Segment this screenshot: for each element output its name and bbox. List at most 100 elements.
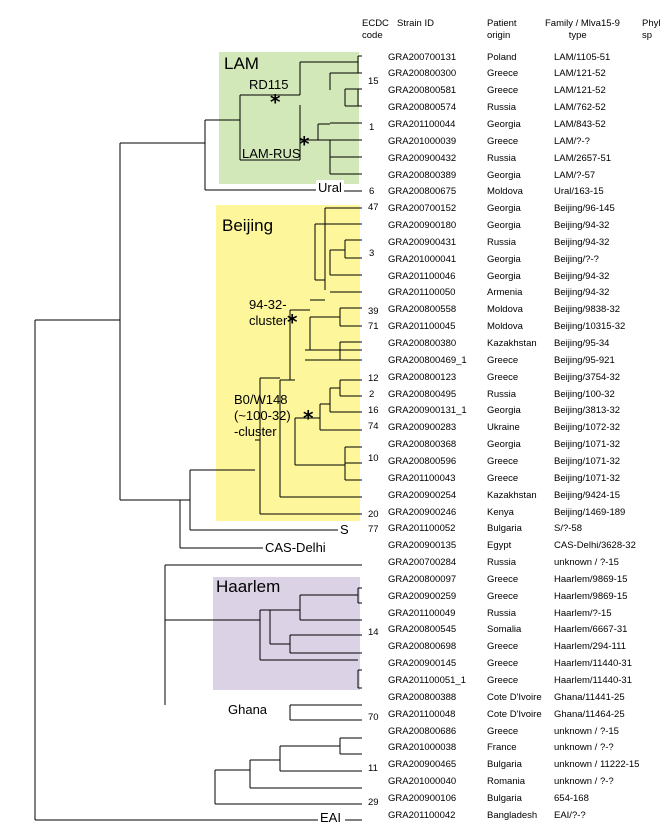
- strain-id: GRA200800675: [388, 186, 457, 198]
- star-marker-b0-w148: *: [303, 406, 314, 430]
- patient-origin: Georgia: [487, 405, 521, 417]
- strain-id: GRA201000038: [388, 742, 457, 754]
- patient-origin: Cote D'Ivoire: [487, 708, 542, 720]
- patient-origin: France: [487, 742, 517, 754]
- label-rd115: RD115: [249, 77, 289, 92]
- patient-origin: Greece: [487, 658, 519, 670]
- patient-origin: Bulgaria: [487, 792, 522, 804]
- strain-id: GRA200900135: [388, 540, 457, 552]
- strain-id: GRA200700284: [388, 557, 457, 568]
- strain-id: GRA200800380: [388, 338, 457, 349]
- family-type: Ghana/11441-25: [554, 691, 625, 703]
- strain-id: GRA200900432: [388, 152, 457, 164]
- clade-title-beijing: Beijing: [222, 216, 274, 235]
- ecdc-code: 1: [369, 122, 375, 133]
- family-type: Beijing/94-32: [554, 287, 610, 299]
- patient-origin: Greece: [487, 725, 519, 737]
- family-type: Haarlem/6667-31: [554, 624, 628, 636]
- family-type: LAM/121-52: [554, 68, 606, 80]
- strain-id: GRA200800698: [388, 641, 457, 653]
- patient-origin: Russia: [487, 388, 517, 400]
- patient-origin: Egypt: [487, 540, 512, 552]
- family-type: Beijing/96-145: [554, 203, 615, 215]
- family-type: Beijing/100-32: [554, 388, 615, 400]
- family-type: Beijing/1071-32: [554, 472, 621, 484]
- strain-id: GRA201100050: [388, 287, 456, 299]
- strain-id: GRA201100045: [388, 321, 456, 333]
- star-marker-rd115: *: [270, 90, 281, 114]
- strain-id: GRA201000039: [388, 135, 457, 147]
- patient-origin: Georgia: [487, 169, 521, 181]
- patient-origin: Greece: [487, 371, 519, 383]
- strain-id: GRA201100042: [388, 809, 456, 821]
- patient-origin: Greece: [487, 590, 519, 602]
- header-strain-id: Strain ID: [397, 18, 434, 29]
- strain-id: GRA201100043: [388, 472, 456, 484]
- ecdc-code: 16: [368, 405, 379, 416]
- strain-id: GRA200900465: [388, 759, 457, 771]
- family-type: Haarlem/?-15: [554, 607, 612, 619]
- family-type: EAI/?-?: [554, 809, 586, 821]
- strain-id: GRA201000040: [388, 776, 457, 788]
- strain-id: GRA201100049: [388, 607, 456, 619]
- strain-id: GRA201000041: [388, 253, 457, 265]
- patient-origin: Greece: [487, 675, 519, 686]
- strain-id: GRA200900106: [388, 792, 457, 804]
- strain-id: GRA201100048: [388, 708, 456, 720]
- patient-origin: Kazakhstan: [487, 489, 537, 501]
- strain-id: GRA200900180: [388, 220, 457, 231]
- strain-id: GRA200800581: [388, 85, 457, 97]
- haarlem-clade-box: [213, 577, 360, 690]
- family-type: Haarlem/294-111: [554, 641, 626, 653]
- patient-origin: Greece: [487, 68, 519, 80]
- family-type: S/?-58: [554, 523, 582, 535]
- strain-id: GRA200900283: [388, 422, 457, 434]
- label-b0-w148-cluster: B0/W148 (~100-32) -cluster: [234, 392, 291, 439]
- beijing-clade-box: [216, 205, 360, 521]
- family-type: Beijing/1071-32: [554, 455, 621, 467]
- strain-id: GRA200900131_1: [388, 405, 467, 417]
- family-type: Beijing/1071-32: [554, 439, 621, 451]
- patient-origin: Russia: [487, 152, 517, 164]
- patient-origin: Russia: [487, 102, 517, 114]
- patient-origin: Russia: [487, 557, 517, 568]
- patient-origin: Greece: [487, 455, 519, 467]
- family-type: Haarlem/11440-31: [554, 658, 632, 670]
- patient-origin: Georgia: [487, 203, 521, 215]
- family-type: Beijing/94-32: [554, 270, 610, 282]
- strain-id: GRA200800389: [388, 169, 457, 181]
- patient-origin: Kenya: [487, 506, 514, 518]
- label-ural: Ural: [316, 180, 344, 196]
- ecdc-code: 39: [368, 306, 379, 317]
- strain-id: GRA200800123: [388, 371, 457, 383]
- strain-id: GRA200800596: [388, 455, 457, 467]
- family-type: Beijing/9424-15: [554, 489, 621, 501]
- strain-row: GRA200800596 Greece Beijing/1071-32: [0, 454, 665, 469]
- ecdc-code: 14: [368, 627, 379, 638]
- patient-origin: Romania: [487, 776, 526, 788]
- ecdc-code: 10: [368, 453, 379, 464]
- star-marker-lam-rus: *: [299, 132, 310, 156]
- patient-origin: Poland: [487, 51, 517, 63]
- label-cas-delhi: CAS-Delhi: [263, 540, 328, 556]
- star-marker-94-32: *: [287, 310, 298, 334]
- family-type: Beijing/95-921: [554, 354, 615, 366]
- ecdc-code: 77: [368, 524, 379, 535]
